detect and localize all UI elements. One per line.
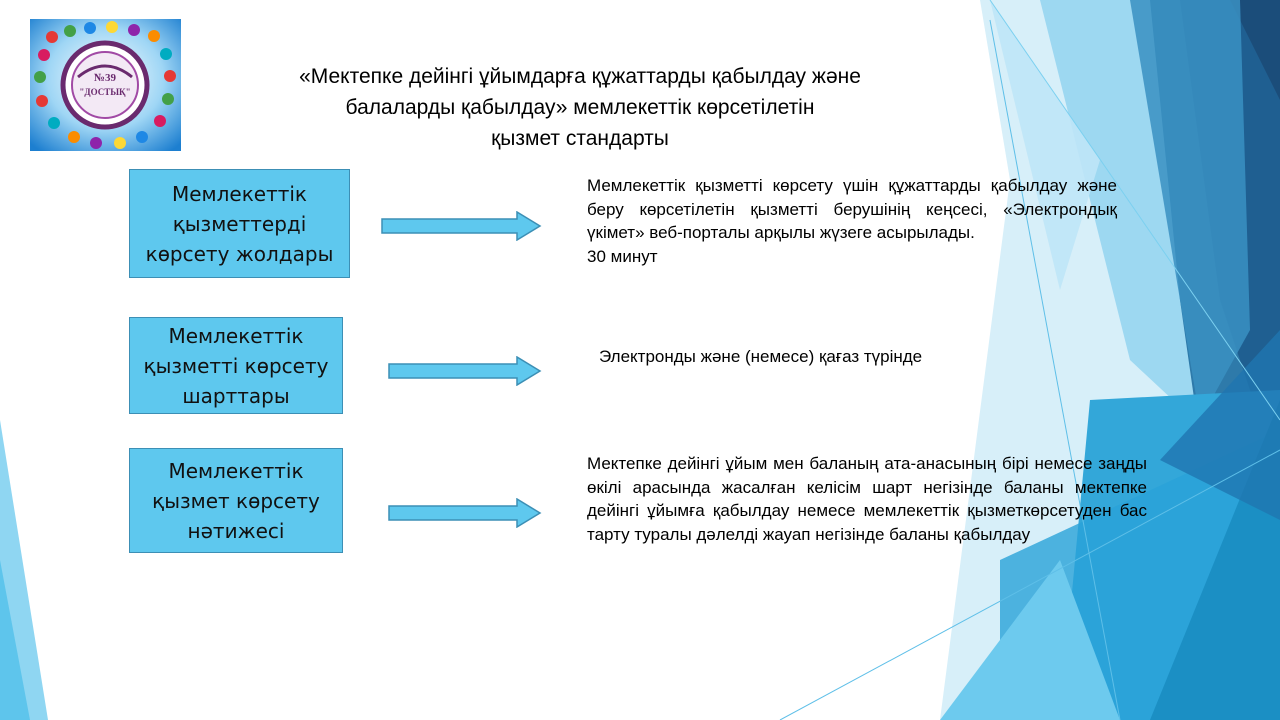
arrow-right-icon <box>388 356 543 386</box>
svg-text:№39: №39 <box>94 72 117 84</box>
method-box: Мемлекеттік қызметтерді көрсету жолдары <box>129 169 350 278</box>
method-description: Мемлекеттік қызметті көрсету үшін құжатт… <box>587 174 1117 268</box>
method-text: Мемлекеттік қызметті көрсету үшін құжатт… <box>587 174 1117 245</box>
arrow-right-icon <box>388 498 543 528</box>
result-box: Мемлекеттік қызмет көрсету нәтижесі <box>129 448 343 553</box>
slide-title: «Мектепке дейінгі ұйымдарға құжаттарды қ… <box>240 61 920 154</box>
arrow-right-icon <box>381 211 543 241</box>
conditions-description: Электронды және (немесе) қағаз түрінде <box>599 345 1039 369</box>
kindergarten-logo: №39 "ДОСТЫҚ" <box>30 19 181 151</box>
duration-text: 30 минут <box>587 245 1117 269</box>
svg-text:"ДОСТЫҚ": "ДОСТЫҚ" <box>79 87 130 97</box>
result-description: Мектепке дейінгі ұйым мен баланың ата-ан… <box>587 452 1147 546</box>
conditions-box: Мемлекеттік қызметті көрсету шарттары <box>129 317 343 414</box>
